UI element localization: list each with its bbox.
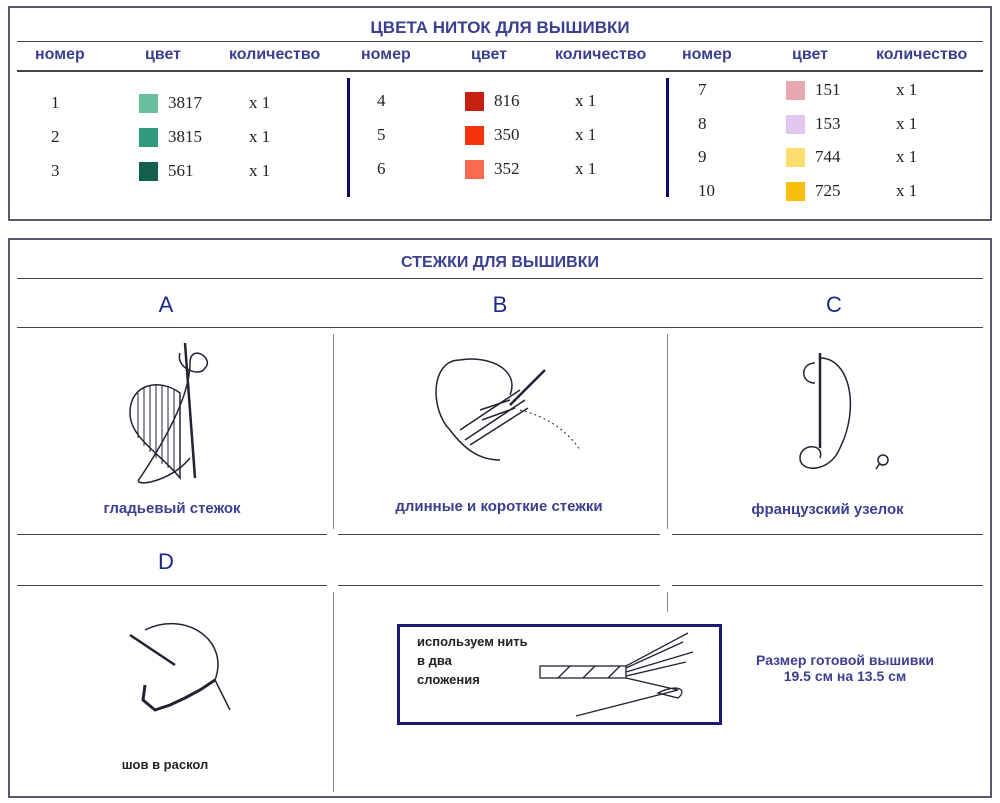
color-swatch (786, 115, 805, 134)
thread-quantity: x 1 (575, 159, 597, 178)
stitch-letter-c: C (826, 292, 842, 317)
thread-quantity: x 1 (896, 80, 918, 99)
thread-quantity: x 1 (249, 127, 271, 146)
divider (17, 585, 327, 586)
color-swatch (465, 126, 484, 145)
size-line-1: Размер готовой вышивки (756, 652, 934, 668)
divider (17, 41, 983, 42)
stitch-caption-c: французский узелок (751, 501, 904, 518)
thread-quantity: x 1 (249, 161, 271, 180)
satin-stitch-illustration (129, 342, 208, 484)
color-swatch (786, 81, 805, 100)
size-line-2: 19.5 см на 13.5 см (783, 668, 907, 684)
divider (17, 327, 983, 328)
thread-code: 725 (815, 181, 841, 200)
group-separator (347, 78, 350, 197)
divider (338, 534, 660, 535)
thread-note-text: используем нить в два сложения (417, 632, 528, 689)
stitches-panel (8, 238, 992, 798)
column-header: цвет (471, 46, 507, 63)
thread-note-box (397, 624, 722, 725)
thread-quantity: x 1 (575, 91, 597, 110)
column-header: номер (682, 46, 732, 63)
thread-code: 816 (494, 91, 520, 110)
column-header: количество (229, 46, 321, 63)
thread-code: 3817 (168, 93, 202, 112)
finished-size-note: Размер готовой вышивки 19.5 см на 13.5 с… (720, 652, 970, 684)
thread-number: 9 (698, 147, 707, 166)
note-line-1: используем нить (417, 634, 528, 649)
color-swatch (786, 148, 805, 167)
thread-number: 2 (51, 127, 60, 146)
split-stitch-illustration (129, 623, 231, 712)
thread-number: 6 (377, 159, 386, 178)
color-swatch (139, 94, 158, 113)
thread-colors-title: ЦВЕТА НИТОК ДЛЯ ВЫШИВКИ (370, 18, 630, 37)
group-separator (666, 78, 669, 197)
stitch-letter-d: D (158, 549, 174, 574)
stitch-caption-b: длинные и короткие стежки (395, 498, 603, 515)
thread-colors-panel (8, 6, 992, 221)
thread-number: 1 (51, 93, 60, 112)
divider (672, 534, 983, 535)
thread-number: 5 (377, 125, 386, 144)
thread-quantity: x 1 (249, 93, 271, 112)
divider (338, 585, 660, 586)
stitch-caption-a: гладьевый стежок (103, 500, 241, 517)
doubled-thread-illustration (539, 632, 694, 717)
thread-quantity: x 1 (896, 147, 918, 166)
column-header: цвет (145, 46, 181, 63)
thread-code: 153 (815, 114, 841, 133)
color-swatch (465, 160, 484, 179)
divider (17, 278, 983, 279)
column-header: цвет (792, 46, 828, 63)
stitches-title: СТЕЖКИ ДЛЯ ВЫШИВКИ (401, 254, 599, 271)
color-swatch (139, 162, 158, 181)
long-short-stitch-illustration (435, 358, 581, 461)
thread-quantity: x 1 (896, 181, 918, 200)
thread-number: 4 (377, 91, 386, 110)
french-knot-illustration (799, 353, 889, 470)
color-swatch (139, 128, 158, 147)
note-line-2: в два (417, 653, 452, 668)
divider (333, 592, 334, 792)
thread-number: 7 (698, 80, 707, 99)
thread-number: 8 (698, 114, 707, 133)
stitch-letter-b: B (492, 292, 508, 317)
thread-number: 3 (51, 161, 60, 180)
thread-code: 561 (168, 161, 194, 180)
column-header: количество (876, 46, 968, 63)
column-header: номер (361, 46, 411, 63)
thread-code: 350 (494, 125, 520, 144)
thread-quantity: x 1 (575, 125, 597, 144)
color-swatch (465, 92, 484, 111)
thread-code: 151 (815, 80, 841, 99)
divider (672, 585, 983, 586)
thread-quantity: x 1 (896, 114, 918, 133)
column-header: номер (35, 46, 85, 63)
thread-code: 352 (494, 159, 520, 178)
note-line-3: сложения (417, 672, 480, 687)
thread-number: 10 (698, 181, 715, 200)
divider (667, 592, 668, 612)
divider (667, 334, 668, 529)
column-header: количество (555, 46, 647, 63)
stitch-caption-d: шов в раскол (121, 757, 209, 772)
divider (333, 334, 334, 529)
thread-code: 744 (815, 147, 841, 166)
divider (17, 534, 327, 535)
divider (17, 70, 983, 72)
color-swatch (786, 182, 805, 201)
stitch-letter-a: A (158, 292, 174, 317)
thread-code: 3815 (168, 127, 202, 146)
